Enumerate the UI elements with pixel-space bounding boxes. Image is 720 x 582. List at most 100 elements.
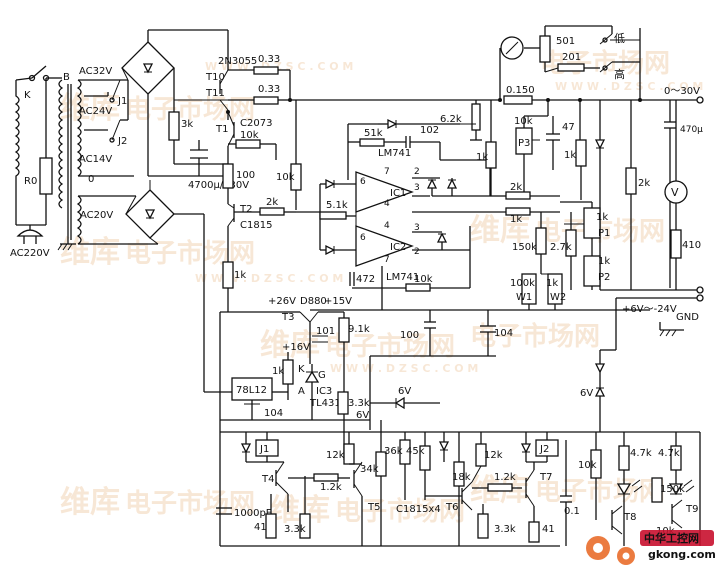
c-1000pf-label: 1000pF xyxy=(234,508,272,519)
tl431-a-pin-label: A xyxy=(298,386,305,397)
r-1-2k-a-label: 1.2k xyxy=(320,482,342,493)
t8-label: T8 xyxy=(623,512,636,523)
v-15v-label: +15V xyxy=(324,296,352,307)
watermark-url: W W W . D Z S C . C O M xyxy=(555,80,703,93)
reg-78l12-label: 78L12 xyxy=(236,385,267,396)
r-5-1k-label: 5.1k xyxy=(326,200,348,211)
r-10k-e-label: 10k xyxy=(578,460,597,471)
zero-label: 0 xyxy=(88,174,94,185)
svg-text:7: 7 xyxy=(384,255,390,265)
r-18k-label: 18k xyxy=(452,472,471,483)
optocoupler-section: 6V 10k 4.7k 4.7k 150k T8 T9 10k xyxy=(578,349,701,546)
pot-100k-label: 100k xyxy=(510,278,535,289)
svg-text:6: 6 xyxy=(360,233,366,243)
mains-input-section: K R0 AC220V B AC32V AC24V AC14V 0 xyxy=(10,65,158,259)
svg-text:4: 4 xyxy=(384,199,390,209)
r-6-2k-label: 6.2k xyxy=(440,114,462,125)
lm741-a-label: LM741 xyxy=(378,148,411,159)
r-3-3k-c-label: 3.3k xyxy=(494,524,516,535)
watermark-brand-market: 电子市场网 xyxy=(335,496,465,527)
q-2n3055-label: 2N3055 xyxy=(218,56,257,67)
t6-label: T6 xyxy=(445,502,458,513)
feedback-network: 1k 10k P3 47 1k 470μ 2k V xyxy=(310,100,704,350)
r-0-33-a-label: 0.33 xyxy=(258,54,280,65)
r-1k-f-label: 1k xyxy=(546,278,558,289)
r-150k-label: 150k xyxy=(512,242,537,253)
r-150k-b-label: 150k xyxy=(660,484,685,495)
watermark-brand-market: 电子市场网 xyxy=(125,238,255,269)
pot-p3-label: P3 xyxy=(518,138,530,149)
ac20v-label: AC20V xyxy=(80,210,113,221)
r-41-b-label: 41 xyxy=(542,524,555,535)
r-12k-a-label: 12k xyxy=(326,450,345,461)
tl431-k-pin-label: K xyxy=(298,364,305,375)
r-1k-b-label: 1k xyxy=(476,152,488,163)
t7-label: T7 xyxy=(539,472,552,483)
r-10k-b-label: 10k xyxy=(276,172,295,183)
v-16v-label: +16V xyxy=(282,342,310,353)
svg-text:2: 2 xyxy=(414,167,420,177)
t4-label: T4 xyxy=(261,474,274,485)
v-6v-c-label: 6V xyxy=(580,388,593,399)
r-3k-label: 3k xyxy=(181,119,193,130)
svg-text:7: 7 xyxy=(384,167,390,177)
gnd-label: GND xyxy=(676,312,699,323)
pot-w2-label: W2 xyxy=(550,292,566,303)
watermark-brand-market: 电子市场网 xyxy=(125,94,255,125)
r-9-1k-label: 9.1k xyxy=(348,324,370,335)
c-47-label: 47 xyxy=(562,122,575,133)
meter-switch-section: 501 201 低 高 0.150 0～30V xyxy=(498,25,704,140)
v-6v-a-label: 6V xyxy=(356,410,369,421)
pot-p2-label: P2 xyxy=(598,272,610,283)
t10-label: T10 xyxy=(205,72,225,83)
c1815x4-label: C1815x4 xyxy=(396,504,441,515)
svg-text:4: 4 xyxy=(384,221,390,231)
r-34k-label: 34k xyxy=(360,464,379,475)
ac24v-label: AC24V xyxy=(79,106,112,117)
r-12k-b-label: 12k xyxy=(484,450,503,461)
r-4-7k-b-label: 4.7k xyxy=(658,448,680,459)
ic1-label: IC1 xyxy=(390,188,406,199)
pot-501-label: 501 xyxy=(556,36,575,47)
r-1k-d-label: 1k xyxy=(510,214,522,225)
watermark-brand: 维库 xyxy=(470,213,530,248)
relay-j2-contact-label: J2 xyxy=(117,136,127,147)
c-472-label: 472 xyxy=(356,274,375,285)
svg-text:2: 2 xyxy=(414,247,420,257)
watermark-brand-market: 电子市场网 xyxy=(125,488,255,519)
svg-text:3: 3 xyxy=(414,183,420,193)
t9-label: T9 xyxy=(685,504,698,515)
r-1k-g-label: 1k xyxy=(272,366,284,377)
range-high-label: 高 xyxy=(614,67,625,81)
ac14v-label: AC14V xyxy=(79,154,112,165)
c-104-a-label: 104 xyxy=(494,328,513,339)
lm741-b-label: LM741 xyxy=(386,272,419,283)
ic3-label: IC3 xyxy=(316,386,332,397)
r-45k-label: 45k xyxy=(406,446,425,457)
watermark-brand: 维库 xyxy=(60,485,120,520)
aux-supply-section: +26V D880 +15V T3 9.1k +16V 101 100 104 … xyxy=(204,296,513,546)
c-470u-label: 470μ xyxy=(680,125,703,135)
r-36k-label: 36k xyxy=(384,446,403,457)
svg-text:3: 3 xyxy=(414,223,420,233)
power-pass-stage: 2N3055 T10 T11 0.33 0.33 T1 C2073 3k xyxy=(148,30,500,312)
switch-k-label: K xyxy=(24,90,31,101)
bridge-rectifier-main xyxy=(121,29,228,176)
site-logo: 中华工控网 gkong.com xyxy=(586,530,716,565)
watermark-brand: 维库 xyxy=(60,91,120,126)
r-51k-label: 51k xyxy=(364,128,383,139)
r-10k-a-label: 10k xyxy=(240,130,259,141)
c-0-1-label: 0.1 xyxy=(564,506,580,517)
relay-j2-coil-label: J2 xyxy=(539,444,549,455)
r-0-150-label: 0.150 xyxy=(506,85,535,96)
r-3-3k-a-label: 3.3k xyxy=(348,398,370,409)
c-100-label: 100 xyxy=(400,330,419,341)
r-4-7k-a-label: 4.7k xyxy=(630,448,652,459)
t1-label: T1 xyxy=(215,124,228,135)
c-4700-label: 4700μ/630V xyxy=(188,180,249,191)
d880-label: D880 xyxy=(300,296,327,307)
r-10k-c-label: 10k xyxy=(414,274,433,285)
r-3-3k-b-label: 3.3k xyxy=(284,524,306,535)
r-2k-c-label: 2k xyxy=(510,182,522,193)
